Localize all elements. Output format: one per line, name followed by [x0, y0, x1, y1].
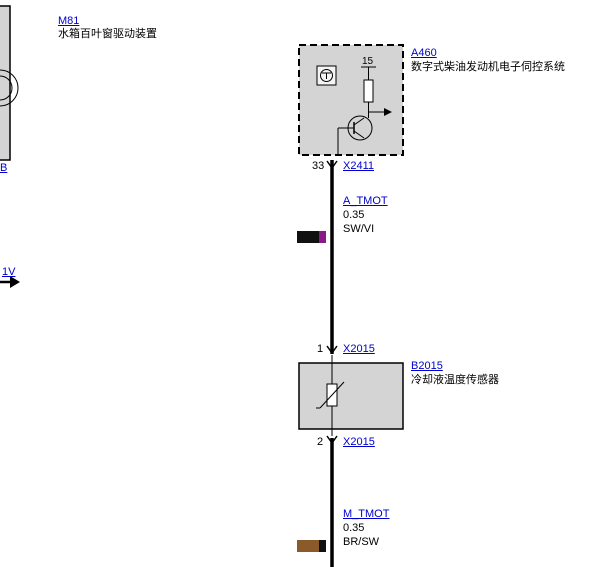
wire-a-tmot-gauge: 0.35	[343, 209, 365, 221]
m81-component-box[interactable]	[0, 5, 19, 161]
x2411-connector-mark	[326, 160, 338, 170]
x2015-top-connector-link[interactable]: X2015	[343, 343, 375, 355]
left-signal-arrow	[0, 276, 20, 288]
b2015-component-id-link[interactable]: B2015	[411, 360, 443, 372]
wire-a-tmot-name-link[interactable]: A_TMOT	[343, 195, 388, 207]
wire-color-swatch-br-sw	[297, 540, 326, 552]
left-connector-tail-link[interactable]: B	[0, 162, 8, 174]
x2015-bottom-pin-number: 2	[317, 436, 324, 448]
a460-component-name: 数字式柴油发动机电子伺控系统	[411, 61, 565, 73]
wire-m-tmot-color-code: BR/SW	[343, 536, 380, 548]
wire-m-tmot-name-link[interactable]: M_TMOT	[343, 508, 390, 520]
x2411-connector-link[interactable]: X2411	[343, 160, 374, 172]
wire-m-tmot-gauge: 0.35	[343, 522, 365, 534]
x2411-pin-number: 33	[312, 160, 325, 172]
b2015-component-name: 冷却液温度传感器	[411, 374, 499, 386]
x2015-top-connector-mark	[326, 345, 338, 355]
a460-component-box[interactable]	[298, 44, 404, 156]
m81-component-id-link[interactable]: M81	[58, 15, 80, 27]
wire-color-swatch-sw-vi	[297, 231, 326, 243]
b2015-component-box[interactable]	[298, 355, 404, 436]
x2015-bottom-connector-link[interactable]: X2015	[343, 436, 375, 448]
a460-terminal-15: 15	[362, 56, 374, 67]
wire-a-tmot-color-code: SW/VI	[343, 223, 375, 235]
left-signal-tail-link[interactable]: 1V	[2, 266, 16, 278]
a460-component-id-link[interactable]: A460	[411, 47, 437, 59]
x2015-top-pin-number: 1	[317, 343, 324, 355]
m81-component-name: 水箱百叶窗驱动装置	[58, 28, 157, 40]
